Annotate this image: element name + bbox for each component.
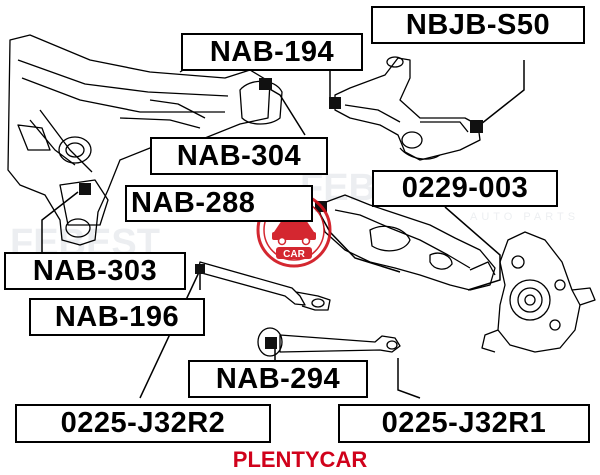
bushing-nab-304 [259, 78, 272, 90]
label-nab-304: NAB-304 [150, 137, 328, 175]
label-nab-196: NAB-196 [29, 298, 205, 336]
bushing-nbjb-s50 [470, 120, 483, 133]
upper-arm-drawing [334, 56, 481, 161]
bushing-nab-303 [79, 183, 91, 195]
watermark-badge-text: CAR [283, 249, 305, 260]
watermark-tagline: AUTO PARTS [470, 211, 579, 223]
footer-brand: PLENTYCAR [232, 447, 368, 472]
knuckle-drawing [481, 231, 596, 353]
label-nbjb-s50: NBJB-S50 [371, 6, 585, 44]
label-nab-294: NAB-294 [188, 360, 368, 398]
label-0225-j32r2: 0225-J32R2 [15, 404, 271, 443]
label-nab-194: NAB-194 [181, 33, 363, 71]
label-nab-288: NAB-288 [125, 185, 313, 222]
leader-lines [41, 60, 525, 399]
lateral-link-196-drawing [197, 261, 331, 311]
bushing-nab-294 [265, 337, 277, 349]
label-nab-303: NAB-303 [4, 252, 186, 290]
bushing-nab-194 [329, 97, 341, 109]
toe-link-294-drawing [257, 327, 401, 357]
lower-arm-drawing [317, 194, 496, 291]
bushing-nab-196 [195, 264, 205, 274]
label-0225-j32r1: 0225-J32R1 [338, 404, 590, 443]
label-0229-003: 0229-003 [372, 170, 558, 207]
